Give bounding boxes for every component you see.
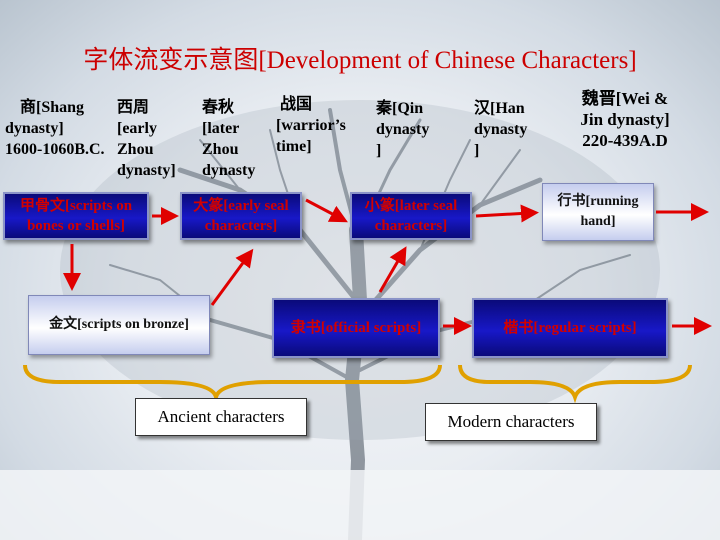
box-bronze-script: 金文[scripts on bronze] [28,295,210,355]
arrow-bronze-to-dazhuan [210,248,254,306]
box-oracle-bone-script: 甲骨文[scripts on bones or shells] [3,192,149,240]
group-label: Modern characters [447,412,575,431]
dynasty-line: Jin dynasty] [580,110,670,129]
dynasty-line: 魏晋[Wei & [581,89,669,108]
dynasty-line: 商[Shang [20,99,85,116]
page-title: 字体流变示意图[Development of Chinese Character… [83,47,637,74]
dynasty-label-western-zhou: 西周 [early Zhou dynasty] [117,97,176,181]
dynasty-label-shang: 商[Shang [20,97,84,118]
arrow-clerical-to-xiaozhuan [378,246,407,293]
box-running-script: 行书[running hand] [542,183,654,241]
dynasty-label-shang-2: dynasty] 1600-1060B.C. [5,118,105,160]
box-xiaozhuan-script: 小篆[later seal characters] [350,192,472,240]
group-label: Ancient characters [157,407,285,426]
dynasty-label-qin: 秦[Qin dynasty ] [376,98,429,161]
dynasty-label-warring-states: 战国 [warrior’s time] [276,94,346,157]
box-label: 行书[running hand] [557,194,639,229]
dynasty-line: dynasty] [5,120,64,137]
dynasty-line: dynasty [202,162,256,179]
dynasty-line: [warrior’s [276,117,346,134]
dynasty-line: Zhou [117,141,154,158]
box-clerical-script: 隶书[official scripts] [272,298,440,358]
box-label: 金文[scripts on bronze] [49,317,189,332]
box-label: 楷书[regular scripts] [503,320,637,336]
box-regular-script: 楷书[regular scripts] [472,298,668,358]
dynasty-line: ] [474,142,480,159]
dynasty-line: 战国 [280,96,313,113]
dynasty-line: 1600-1060B.C. [5,141,105,158]
brace-modern-icon [458,364,692,404]
box-label: 大篆[early seal characters] [193,198,289,234]
box-dazhuan-script: 大篆[early seal characters] [180,192,302,240]
dynasty-line: dynasty] [117,162,176,179]
dynasty-line: 汉[Han [474,100,525,117]
label-modern-characters: Modern characters [425,403,597,441]
dynasty-line: time] [276,138,312,155]
dynasty-line: 秦[Qin [376,100,424,117]
dynasty-line: dynasty [376,121,430,138]
box-label: 小篆[later seal characters] [364,198,458,234]
box-label: 甲骨文[scripts on bones or shells] [19,198,133,234]
dynasty-line: 春秋 [202,99,235,116]
dynasty-line: [later [202,120,240,137]
dynasty-label-wei-jin: 魏晋[Wei & Jin dynasty] 220-439A.D [570,88,680,151]
dynasty-line: [early [117,120,157,137]
brace-ancient-icon [23,364,442,405]
dynasty-label-han: 汉[Han dynasty ] [474,98,527,161]
label-ancient-characters: Ancient characters [135,398,307,436]
dynasty-line: Zhou [202,141,239,158]
arrow-dazhuan-to-xiaozhuan [305,198,348,223]
dynasty-line: 220-439A.D [582,131,668,150]
dynasty-line: 西周 [117,99,150,116]
dynasty-label-spring-autumn: 春秋 [later Zhou dynasty [202,97,255,181]
box-label: 隶书[official scripts] [290,320,422,336]
arrow-xiaozhuan-to-running [475,204,539,223]
dynasty-line: ] [376,142,382,159]
dynasty-line: dynasty [474,121,528,138]
